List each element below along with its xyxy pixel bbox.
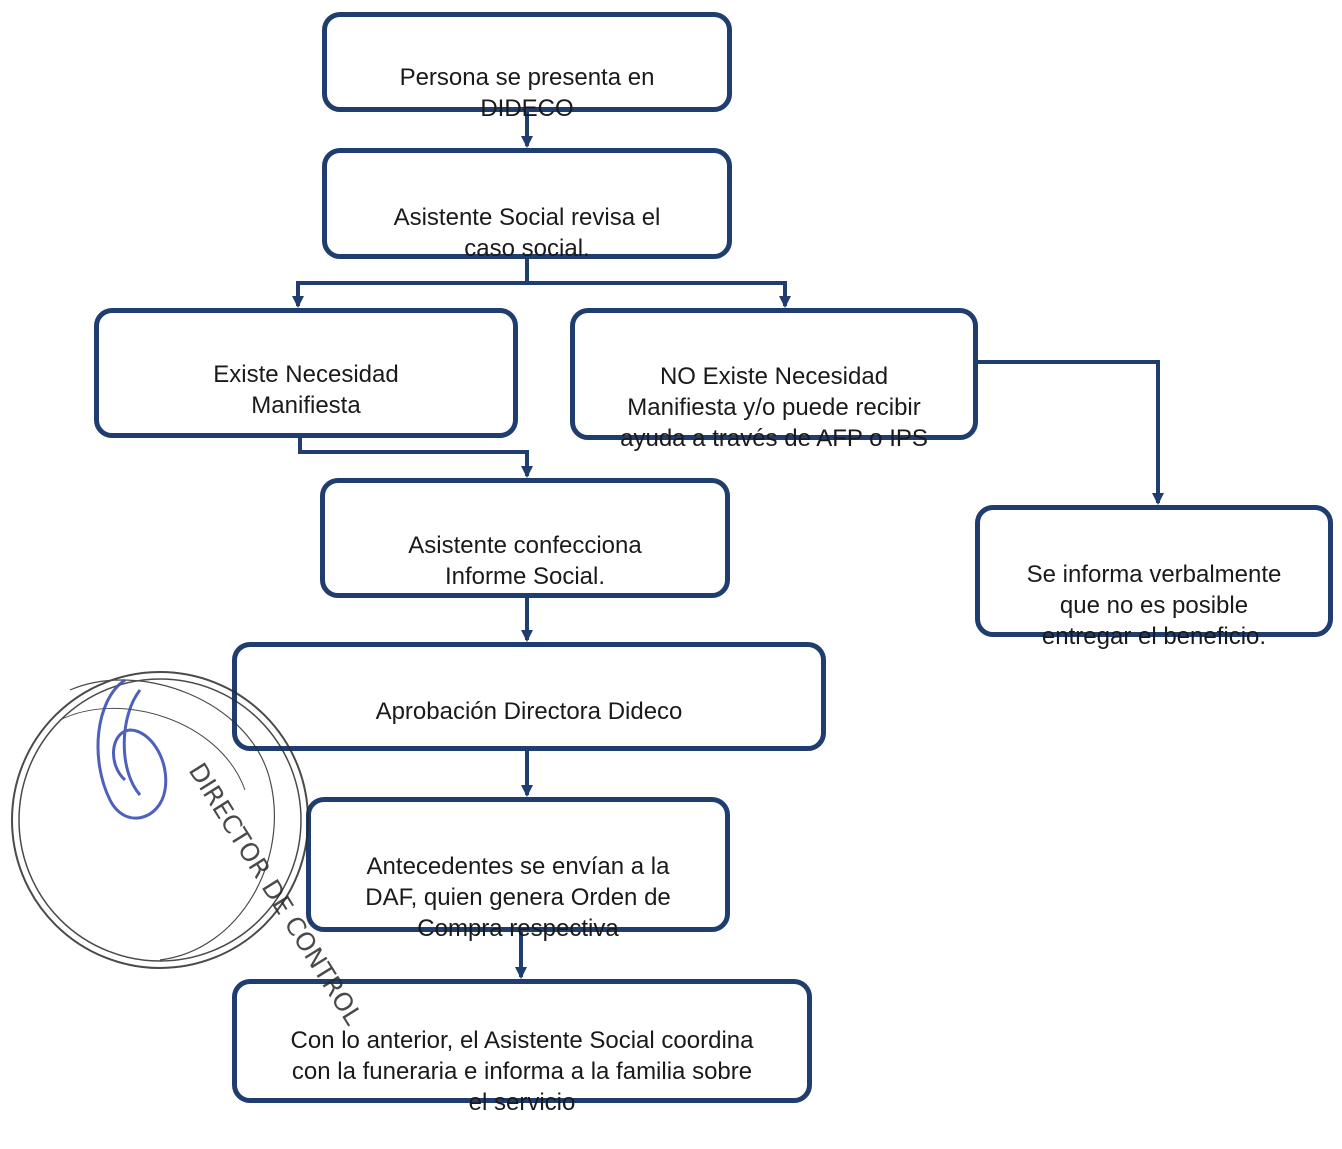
node-antecedentes-daf: Antecedentes se envían a la DAF, quien g…: [306, 797, 730, 942]
node-coordina-funeraria: Con lo anterior, el Asistente Social coo…: [232, 979, 812, 1116]
node-informa-verbalmente: Se informa verbalmente que no es posible…: [975, 505, 1333, 650]
node-label: Antecedentes se envían a la DAF, quien g…: [365, 853, 671, 942]
node-label: NO Existe Necesidad Manifiesta y/o puede…: [620, 363, 928, 452]
flowchart: Persona se presenta en DIDECO Asistente …: [94, 12, 1333, 1116]
node-revisa-caso-social: Asistente Social revisa el caso social.: [322, 148, 732, 262]
edge-existe-confecciona: [298, 438, 533, 478]
node-existe-necesidad: Existe Necesidad Manifiesta: [94, 308, 518, 438]
node-label: Asistente Social revisa el caso social.: [393, 204, 661, 262]
node-no-existe-necesidad: NO Existe Necesidad Manifiesta y/o puede…: [570, 308, 978, 452]
node-persona-se-presenta: Persona se presenta en DIDECO: [322, 12, 732, 122]
node-label: Con lo anterior, el Asistente Social coo…: [290, 1027, 754, 1116]
node-label: Aprobación Directora Dideco: [375, 698, 683, 725]
node-aprobacion-directora: Aprobación Directora Dideco: [232, 642, 826, 751]
node-confecciona-informe: Asistente confecciona Informe Social.: [320, 478, 730, 598]
connectors: [292, 112, 1164, 979]
node-label: Persona se presenta en DIDECO: [399, 64, 655, 122]
node-label: Asistente confecciona Informe Social.: [408, 532, 642, 590]
node-label: Existe Necesidad Manifiesta: [213, 361, 399, 419]
edge-revisa-existe: [292, 259, 529, 308]
node-label: Se informa verbalmente que no es posible…: [1026, 561, 1282, 650]
edge-no-existe-informa: [977, 360, 1164, 505]
edge-revisa-no-existe: [527, 281, 791, 308]
